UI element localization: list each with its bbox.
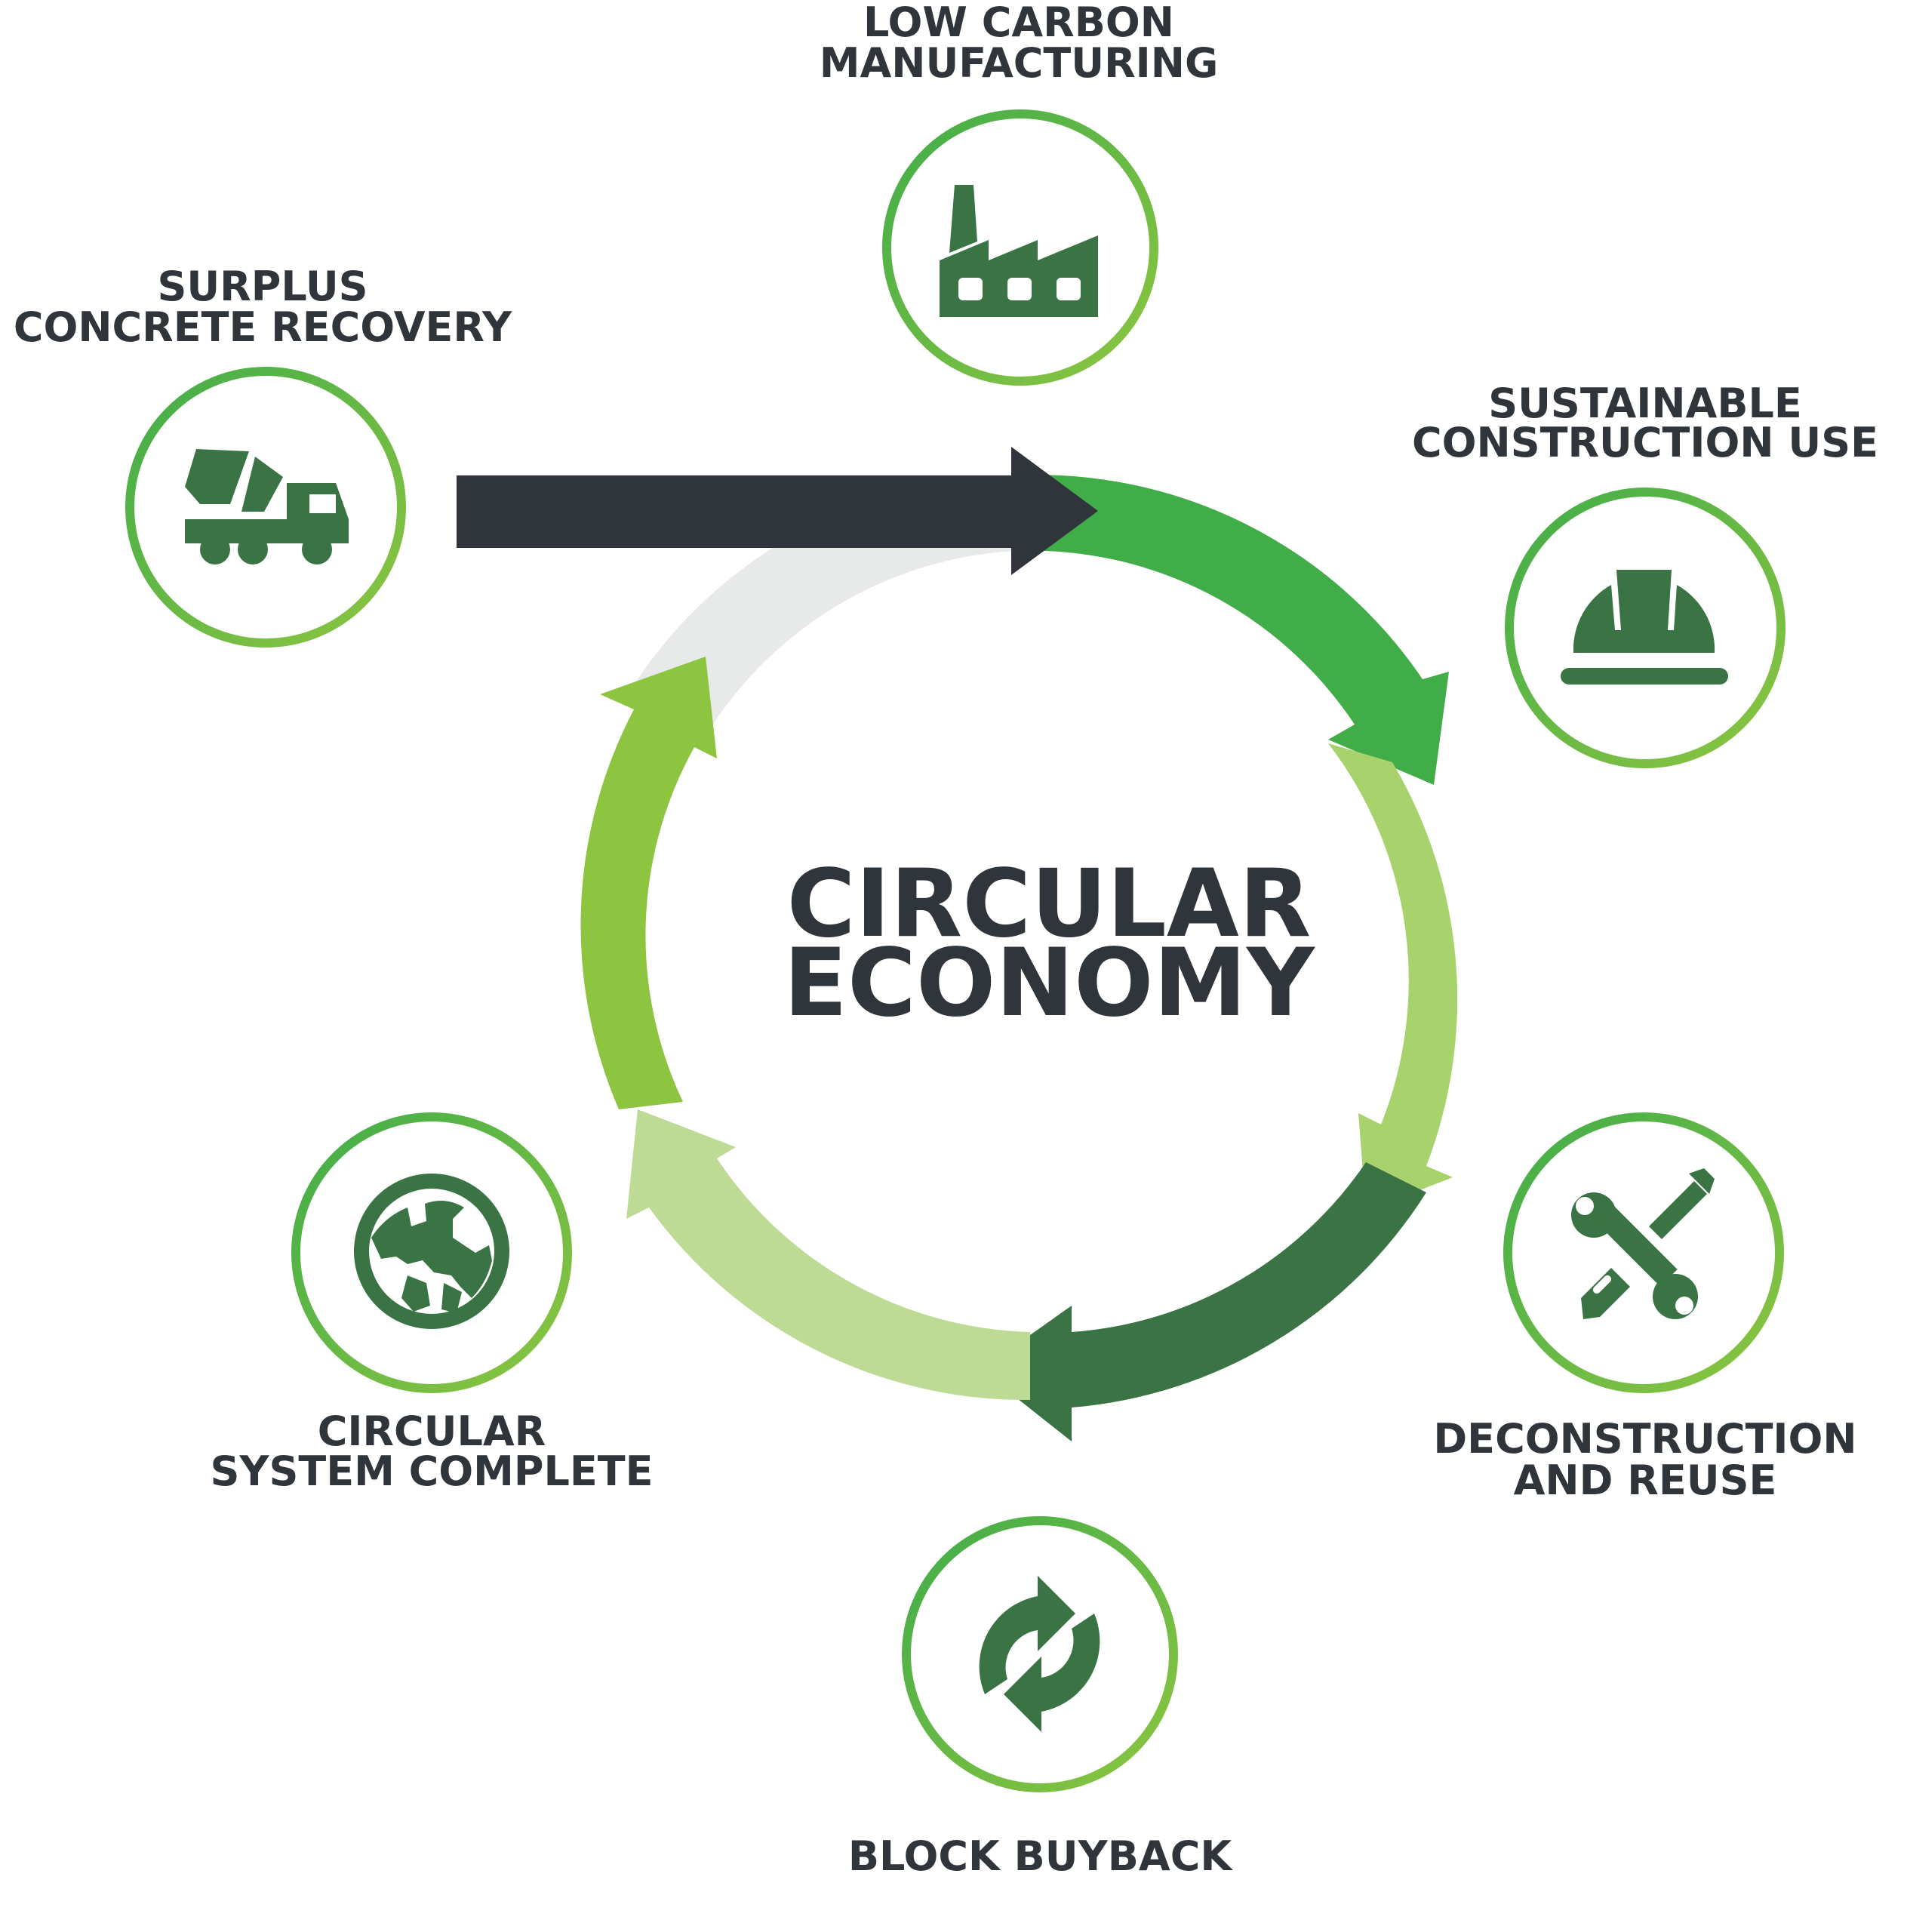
cycle-arrow-bright-green (1015, 475, 1449, 785)
stage-label-line1: SURPLUS (157, 263, 368, 310)
stage-label-line1: CIRCULAR (318, 1407, 546, 1455)
globe-icon (354, 1174, 509, 1329)
stage-label-line2: AND REUSE (1514, 1457, 1777, 1504)
stage-label-line1: LOW CARBON (863, 0, 1174, 46)
cycle-arrow-lime-green (580, 657, 717, 1109)
stage-sustainable: SUSTAINABLE CONSTRUCTION USE (1412, 380, 1878, 768)
center-title-line2: ECONOMY (783, 929, 1315, 1038)
stage-deconstruction: DECONSTRUCTION AND REUSE (1433, 1112, 1857, 1504)
wrench-screwdriver-icon (1571, 1168, 1715, 1319)
cycle-arrow-pale-green (626, 1109, 1030, 1401)
stage-label-line1: BLOCK BUYBACK (848, 1832, 1234, 1880)
stage-label-line1: SUSTAINABLE (1488, 380, 1802, 427)
stage-label-line2: SYSTEM COMPLETE (210, 1447, 653, 1495)
stage-label-line2: CONCRETE RECOVERY (14, 303, 512, 351)
center-title-line1: CIRCULAR (787, 850, 1312, 958)
stage-circular-system: CIRCULAR SYSTEM COMPLETE (210, 1112, 654, 1495)
stage-ring (902, 1516, 1178, 1792)
cycle-arrow-dark-green (981, 1162, 1426, 1441)
stage-low-carbon: LOW CARBON MANUFACTURING (820, 0, 1219, 386)
cycle-arrow-light-green (1328, 743, 1458, 1211)
stage-label-line1: DECONSTRUCTION (1433, 1415, 1856, 1463)
factory-icon (940, 185, 1098, 317)
entry-arrow (457, 447, 1098, 575)
stage-buyback: BLOCK BUYBACK (848, 1516, 1234, 1880)
stage-label-line2: MANUFACTURING (820, 39, 1219, 87)
concrete-mixer-truck-icon (185, 449, 349, 565)
stage-label-line2: CONSTRUCTION USE (1412, 419, 1878, 466)
hard-hat-icon (1561, 570, 1728, 685)
stage-surplus: SURPLUS CONCRETE RECOVERY (14, 263, 512, 648)
recycle-arrows-icon (979, 1576, 1100, 1732)
